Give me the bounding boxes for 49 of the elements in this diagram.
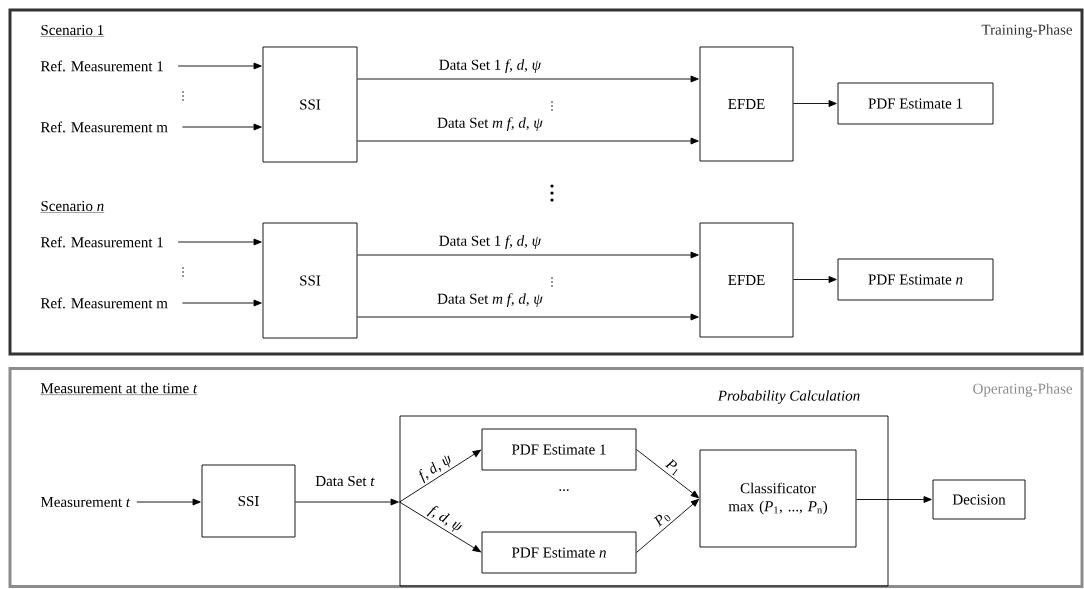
process-box: Decision: [932, 479, 1026, 520]
input-label: Ref. Measurement m: [40, 297, 168, 309]
arrow: [636, 449, 700, 499]
process-box: EFDE: [699, 222, 794, 338]
edge-label: f, d, ψ: [426, 506, 463, 532]
edge-label: Data Set t: [314, 474, 376, 488]
arrow: [357, 137, 699, 145]
input-label: Ref. Measurement m: [40, 121, 168, 133]
edge-label: P$_{1}$: [664, 459, 678, 476]
process-box: PDF Estimate 1: [481, 428, 637, 471]
input-label: Ref. Measurement 1: [40, 60, 163, 72]
arrow: [357, 313, 699, 321]
section-heading: Scenario n: [40, 200, 105, 213]
phase-label: Training-Phase: [981, 24, 1073, 38]
arrow: [357, 251, 699, 259]
process-box: Classificator max (P$_{1}$, ..., P$_{n}$): [699, 449, 857, 548]
arrow: [177, 62, 262, 70]
arrow: [856, 496, 932, 503]
phase-label: Operating-Phase: [973, 383, 1073, 397]
arrow: [181, 123, 262, 131]
process-box: SSI: [262, 222, 358, 339]
arrow: [399, 449, 481, 503]
section-heading: Measurement at the time t: [40, 382, 198, 395]
process-box: PDF Estimate n: [837, 258, 994, 301]
edge-label: Data Set m f, d, ψ: [436, 292, 544, 308]
section-heading: Scenario 1: [40, 24, 105, 37]
process-box: PDF Estimate 1: [837, 82, 994, 125]
arrow: [793, 100, 837, 107]
process-box: PDF Estimate n: [481, 531, 637, 574]
arrow: [177, 238, 262, 246]
arrow: [136, 498, 201, 506]
edge-label: P$_{0}$: [654, 514, 671, 527]
process-box: SSI: [262, 46, 358, 163]
arrow: [793, 276, 837, 283]
edge-label: f, d, ψ: [419, 455, 451, 484]
ellipsis: ...: [559, 489, 569, 491]
input-label: Measurement t: [40, 497, 131, 507]
arrow: [357, 75, 699, 83]
edge-label: Data Set 1 f, d, ψ: [437, 58, 543, 74]
edge-label: Data Set m f, d, ψ: [436, 116, 544, 132]
arrow: [181, 299, 262, 307]
input-label: Ref. Measurement 1: [40, 236, 163, 248]
group-title: Probability Calculation: [717, 390, 860, 404]
arrow: [636, 498, 700, 553]
process-box: SSI: [201, 464, 296, 538]
arrow: [295, 498, 399, 506]
edge-label: Data Set 1 f, d, ψ: [437, 234, 543, 250]
arrow: [399, 501, 481, 553]
process-box: EFDE: [699, 46, 794, 162]
